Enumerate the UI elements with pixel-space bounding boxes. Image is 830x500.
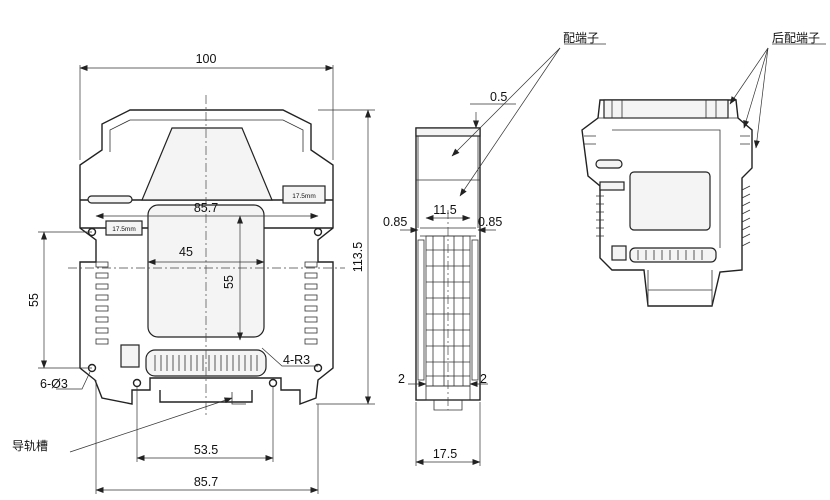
side-view (415, 127, 481, 411)
persp-side-terminals (584, 135, 750, 145)
persp-led (611, 245, 627, 261)
front-dimensions: 100 85.7 45 55 55 113.5 53.5 85.7 6-Ø3 4… (12, 52, 375, 494)
rail-clip (231, 392, 246, 405)
front-outline (79, 109, 334, 406)
side-top-strip (415, 127, 481, 137)
perspective-view (581, 99, 753, 307)
dim-left-height: 55 (27, 293, 41, 307)
label-rail-slot: 导轨槽 (12, 439, 48, 453)
persp-window (629, 171, 711, 231)
front-trapezoid (141, 127, 273, 201)
front-view: 17.5mm 17.5mm (68, 95, 345, 415)
side-dimensions: 17.5 0.5 11.5 0.85 0.85 2 2 配端子 (383, 31, 606, 466)
persp-grill-slots (637, 250, 703, 260)
width-tag-upper (282, 185, 326, 204)
dim-bottom-gap-left: 2 (398, 372, 405, 386)
persp-terminal-lines (611, 100, 717, 118)
persp-rail-clip (647, 270, 713, 306)
dim-side-gap-right: 0.85 (478, 215, 502, 229)
dim-inner-width-top: 85.7 (194, 201, 218, 215)
side-top-lines (416, 136, 480, 228)
perspective-labels: 后配端子 (729, 31, 826, 149)
dim-terminal-offset: 0.5 (490, 90, 507, 104)
front-top-inner (109, 119, 304, 152)
width-tag-lower (105, 220, 143, 236)
dim-overall-height: 113.5 (351, 242, 365, 272)
label-radius: 4-R3 (283, 353, 310, 367)
dim-hole-spacing: 53.5 (194, 443, 218, 457)
persp-slot (595, 159, 623, 169)
left-vents (95, 261, 109, 345)
persp-top-terminal (603, 99, 729, 119)
persp-edges (598, 117, 738, 248)
dim-front-width: 100 (196, 52, 217, 66)
persp-grill (629, 247, 717, 263)
width-tag-lower-text: 17.5mm (112, 226, 135, 233)
persp-side-vents (596, 185, 751, 247)
dim-terminal-width: 11.5 (433, 203, 456, 217)
width-tag-upper-text: 17.5mm (292, 193, 315, 200)
label-holes: 6-Ø3 (40, 377, 68, 391)
label-rear-terminal: 后配端子 (772, 31, 820, 45)
dim-window-height: 55 (222, 275, 236, 289)
label-terminal: 配端子 (563, 31, 599, 45)
dim-side-gap-left: 0.85 (383, 215, 407, 229)
dim-inner-width-bottom: 85.7 (194, 475, 218, 489)
dim-side-width: 17.5 (433, 447, 457, 461)
grill-slots (154, 355, 258, 371)
front-slot (87, 195, 133, 204)
dim-bottom-gap-right: 2 (480, 372, 487, 386)
led-window (120, 344, 140, 368)
right-vents (304, 261, 318, 345)
dim-window-width: 45 (179, 245, 193, 259)
persp-tag (599, 181, 625, 191)
